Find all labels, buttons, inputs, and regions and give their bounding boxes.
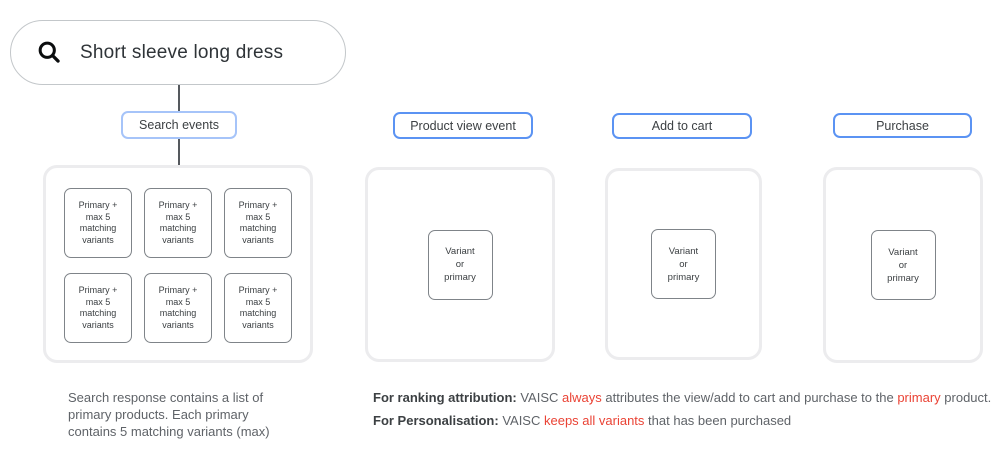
search-response-caption: Search response contains a list of prima… xyxy=(68,389,270,440)
variant-or-primary-card: Variant or primary xyxy=(651,229,716,299)
caption-line: Search response contains a list of xyxy=(68,390,264,405)
note-segment: that has been purchased xyxy=(644,413,792,428)
search-icon xyxy=(36,39,63,66)
search-events-label: Search events xyxy=(139,118,219,132)
purchase-container: Variant or primary xyxy=(823,167,983,363)
note-segment: VAISC xyxy=(498,413,544,428)
search-query-text: Short sleeve long dress xyxy=(80,41,284,63)
note-segment: For ranking attribution: xyxy=(373,390,517,405)
primary-product-card: Primary + max 5 matching variants xyxy=(144,273,212,343)
note-segment: product. xyxy=(940,390,992,405)
primary-product-card: Primary + max 5 matching variants xyxy=(224,273,292,343)
caption-line: primary products. Each primary xyxy=(68,407,249,422)
variant-or-primary-card: Variant or primary xyxy=(870,230,936,300)
note-segment: always xyxy=(562,390,602,405)
purchase-button[interactable]: Purchase xyxy=(833,113,972,138)
purchase-label: Purchase xyxy=(876,118,929,133)
note-segment: attributes the view/add to cart and purc… xyxy=(601,390,898,405)
add-to-cart-button[interactable]: Add to cart xyxy=(612,113,752,139)
attribution-notes: For ranking attribution: VAISC always at… xyxy=(373,390,991,436)
product-view-event-button[interactable]: Product view event xyxy=(393,112,533,139)
add-to-cart-container: Variant or primary xyxy=(605,168,762,360)
primary-product-card: Primary + max 5 matching variants xyxy=(224,188,292,258)
primary-product-card: Primary + max 5 matching variants xyxy=(64,273,132,343)
product-view-container: Variant or primary xyxy=(365,167,555,362)
primary-product-card: Primary + max 5 matching variants xyxy=(144,188,212,258)
note-segment: VAISC xyxy=(516,390,562,405)
add-to-cart-label: Add to cart xyxy=(651,119,713,133)
search-events-button[interactable]: Search events xyxy=(121,111,237,139)
product-view-event-label: Product view event xyxy=(410,118,516,133)
search-input[interactable]: Short sleeve long dress xyxy=(10,20,346,85)
note-segment: keeps all variants xyxy=(543,413,645,428)
primary-product-card: Primary + max 5 matching variants xyxy=(64,188,132,258)
variant-or-primary-card: Variant or primary xyxy=(427,229,493,300)
search-results-container: Primary + max 5 matching variants Primar… xyxy=(43,165,313,363)
caption-line: contains 5 matching variants (max) xyxy=(68,424,270,439)
note-segment: For Personalisation: xyxy=(373,413,499,428)
ranking-attribution-note: For ranking attribution: VAISC always at… xyxy=(373,390,991,406)
note-segment: primary xyxy=(897,390,941,405)
personalisation-note: For Personalisation: VAISC keeps all var… xyxy=(373,413,991,429)
